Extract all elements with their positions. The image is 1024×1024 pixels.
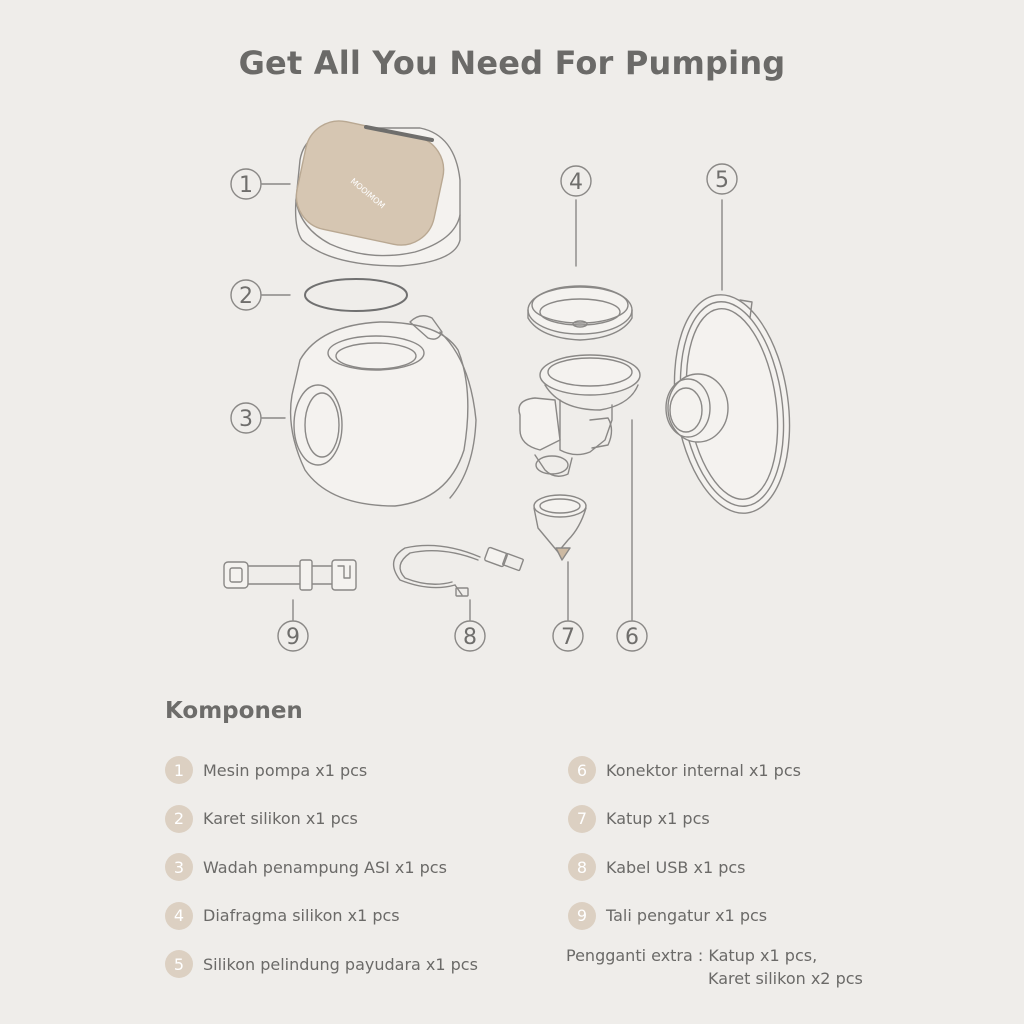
adjustment-strap-illustration [223, 559, 357, 591]
number-badge: 1 [165, 756, 193, 785]
page-title: Get All You Need For Pumping [238, 44, 786, 82]
list-item: 1 Mesin pompa x1 pcs [165, 746, 478, 795]
callout-9-label: 9 [286, 625, 300, 650]
number-badge: 6 [568, 756, 596, 785]
component-label: Kabel USB x1 pcs [606, 857, 746, 877]
component-label: Wadah penampung ASI x1 pcs [203, 857, 447, 877]
pump-motor-illustration: MOOIMOM [294, 120, 461, 267]
callout-1 [230, 168, 262, 200]
valve-illustration [533, 494, 587, 561]
internal-connector-illustration [518, 354, 641, 477]
callout-3-label: 3 [239, 407, 253, 432]
components-heading: Komponen [165, 698, 303, 724]
callout-6-label: 6 [625, 625, 639, 650]
component-label: Silikon pelindung payudara x1 pcs [203, 954, 478, 974]
list-item: 7 Katup x1 pcs [568, 795, 801, 844]
components-list-left: 1 Mesin pompa x1 pcs 2 Karet silikon x1 … [165, 746, 478, 989]
list-item: 3 Wadah penampung ASI x1 pcs [165, 843, 478, 892]
breast-shield-illustration [665, 294, 791, 514]
components-list-right: 6 Konektor internal x1 pcs 7 Katup x1 pc… [568, 746, 801, 940]
callout-3 [230, 402, 262, 434]
extra-line-1: Pengganti extra : Katup x1 pcs, [566, 946, 818, 965]
list-item: 6 Konektor internal x1 pcs [568, 746, 801, 795]
extra-line-2: Karet silikon x2 pcs [708, 969, 863, 988]
exploded-parts-diagram: MOOIMOM [223, 120, 791, 652]
callout-7-label: 7 [561, 625, 575, 650]
callout-1-label: 1 [239, 173, 253, 198]
usb-cable-illustration [392, 544, 524, 597]
list-item: 4 Diafragma silikon x1 pcs [165, 892, 478, 941]
silicone-ring-illustration [304, 278, 408, 312]
number-badge: 8 [568, 853, 596, 882]
list-item: 2 Karet silikon x1 pcs [165, 795, 478, 844]
list-item: 5 Silikon pelindung payudara x1 pcs [165, 940, 478, 989]
component-label: Diafragma silikon x1 pcs [203, 906, 400, 926]
component-label: Karet silikon x1 pcs [203, 809, 358, 829]
silicone-diaphragm-illustration [527, 285, 633, 341]
number-badge: 9 [568, 901, 596, 930]
callout-8 [454, 620, 486, 652]
milk-container-illustration [289, 315, 477, 507]
list-item: 9 Tali pengatur x1 pcs [568, 892, 801, 941]
component-label: Konektor internal x1 pcs [606, 760, 801, 780]
callout-5-label: 5 [715, 168, 729, 193]
callout-4 [560, 165, 592, 197]
number-badge: 2 [165, 804, 193, 833]
number-badge: 4 [165, 901, 193, 930]
component-label: Tali pengatur x1 pcs [606, 906, 768, 926]
callout-2 [230, 279, 262, 311]
callout-9 [277, 620, 309, 652]
number-badge: 5 [165, 950, 193, 979]
callout-2-label: 2 [239, 284, 253, 309]
callout-5 [706, 163, 738, 195]
callout-7 [552, 620, 584, 652]
callout-4-label: 4 [569, 170, 583, 195]
callout-6 [616, 620, 648, 652]
extra-replacements-note: Pengganti extra : Katup x1 pcs, Karet si… [566, 944, 863, 990]
component-label: Mesin pompa x1 pcs [203, 760, 368, 780]
number-badge: 3 [165, 853, 193, 882]
callout-8-label: 8 [463, 625, 477, 650]
number-badge: 7 [568, 804, 596, 833]
list-item: 8 Kabel USB x1 pcs [568, 843, 801, 892]
component-label: Katup x1 pcs [606, 809, 710, 829]
